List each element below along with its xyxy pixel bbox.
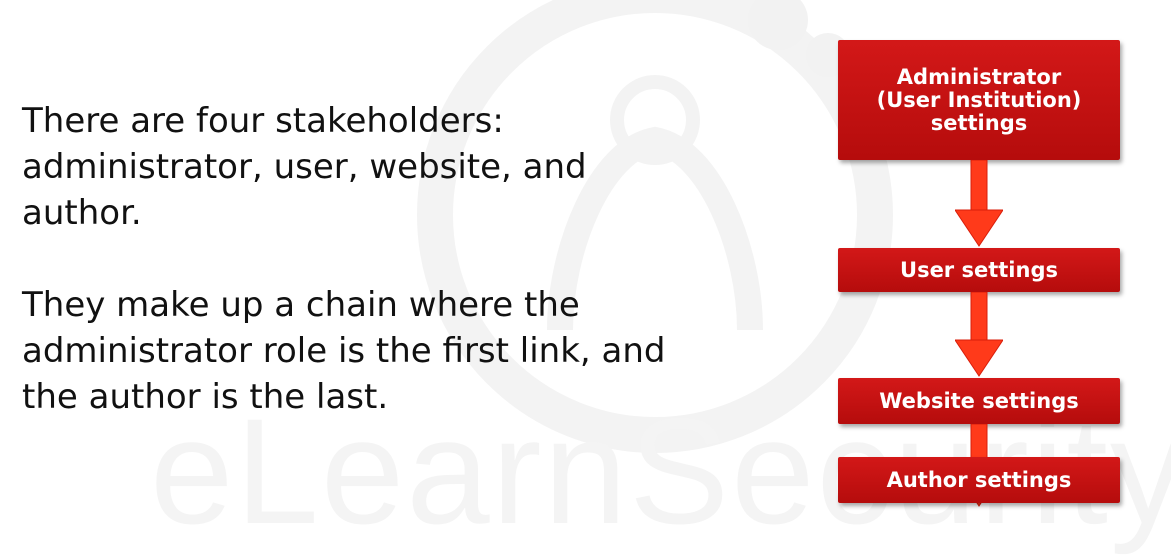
user-settings-box: User settings [838,248,1120,292]
paragraph-chain: They make up a chain where the administr… [22,285,666,417]
administrator-settings-box: Administrator (User Institution) setting… [838,40,1120,160]
arrow-down-icon [955,292,1003,377]
arrow-down-icon [955,160,1003,247]
paragraph-stakeholders: There are four stakeholders: administrat… [22,101,587,233]
body-text: There are four stakeholders: administrat… [22,98,702,466]
settings-chain-diagram: Administrator (User Institution) setting… [838,40,1120,510]
author-settings-box: Author settings [838,457,1120,503]
website-settings-box: Website settings [838,378,1120,424]
